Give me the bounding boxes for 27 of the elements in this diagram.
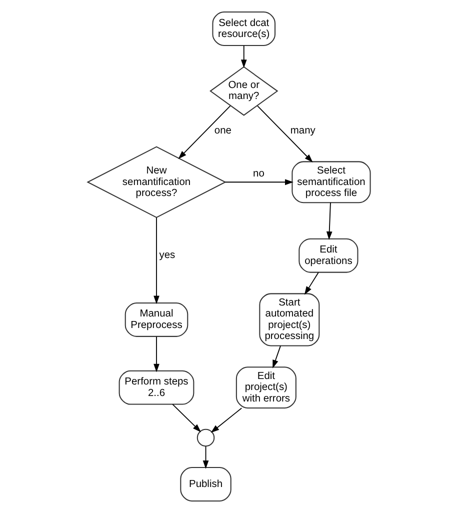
arrow — [326, 202, 332, 240]
edge-label: no — [253, 168, 264, 180]
arrow — [257, 105, 313, 162]
node-circle — [196, 428, 215, 447]
arrow — [154, 336, 160, 372]
node-box: Perform steps 2..6 — [118, 370, 194, 405]
node-diamond: One or many? — [210, 66, 278, 116]
edge-label: many — [290, 126, 316, 137]
edge-label: yes — [159, 250, 176, 262]
arrow — [210, 408, 242, 433]
node-box: Select semantification process file — [292, 161, 371, 204]
edge-label: one — [214, 126, 232, 137]
arrow — [304, 272, 319, 295]
arrow — [272, 346, 281, 368]
arrow — [224, 179, 294, 186]
arrow — [154, 217, 160, 304]
node-box: Select dcat resource(s) — [212, 12, 276, 46]
node-box: Publish — [180, 466, 232, 502]
node-box: Start automated project(s) processing — [259, 293, 320, 346]
arrow — [172, 404, 202, 432]
node-box: Manual Preprocess — [124, 302, 188, 337]
arrow — [178, 105, 231, 159]
arrow — [202, 446, 209, 469]
arrow — [240, 45, 247, 68]
node-diamond: New semantification process? — [86, 146, 226, 218]
node-box: Edit project(s) with errors — [236, 366, 296, 409]
node-box: Edit operations — [298, 238, 358, 273]
